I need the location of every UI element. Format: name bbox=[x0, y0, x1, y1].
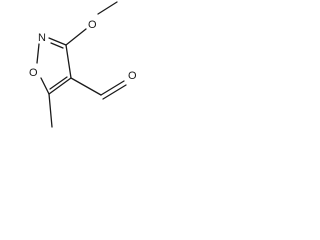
bond-o1-n2 bbox=[36, 43, 40, 64]
chemical-structure: N O O O bbox=[29, 1, 137, 128]
bond-c4-c5 bbox=[48, 77, 72, 95]
bond-cho-o bbox=[100, 80, 125, 96]
atom-label-aldehyde-oxygen: O bbox=[128, 70, 137, 82]
bond-c3-c4 bbox=[65, 44, 72, 79]
atom-label-methoxy-oxygen: O bbox=[88, 19, 97, 31]
bond-n2-c3 bbox=[48, 37, 67, 46]
bond-c5-methyl bbox=[48, 93, 53, 128]
bond-n2-c3-inner bbox=[50, 42, 64, 49]
bond-c4-cho bbox=[70, 77, 102, 96]
atom-label-nitrogen: N bbox=[38, 32, 46, 44]
bond-c4-c5-inner bbox=[49, 76, 68, 90]
bond-c5-o1 bbox=[40, 77, 50, 95]
bond-cho-o-double bbox=[102, 84, 127, 100]
bond-c3-omethoxy bbox=[65, 28, 87, 46]
atom-label-ring-oxygen: O bbox=[29, 67, 38, 79]
bond-omethoxy-ch3 bbox=[97, 1, 118, 15]
